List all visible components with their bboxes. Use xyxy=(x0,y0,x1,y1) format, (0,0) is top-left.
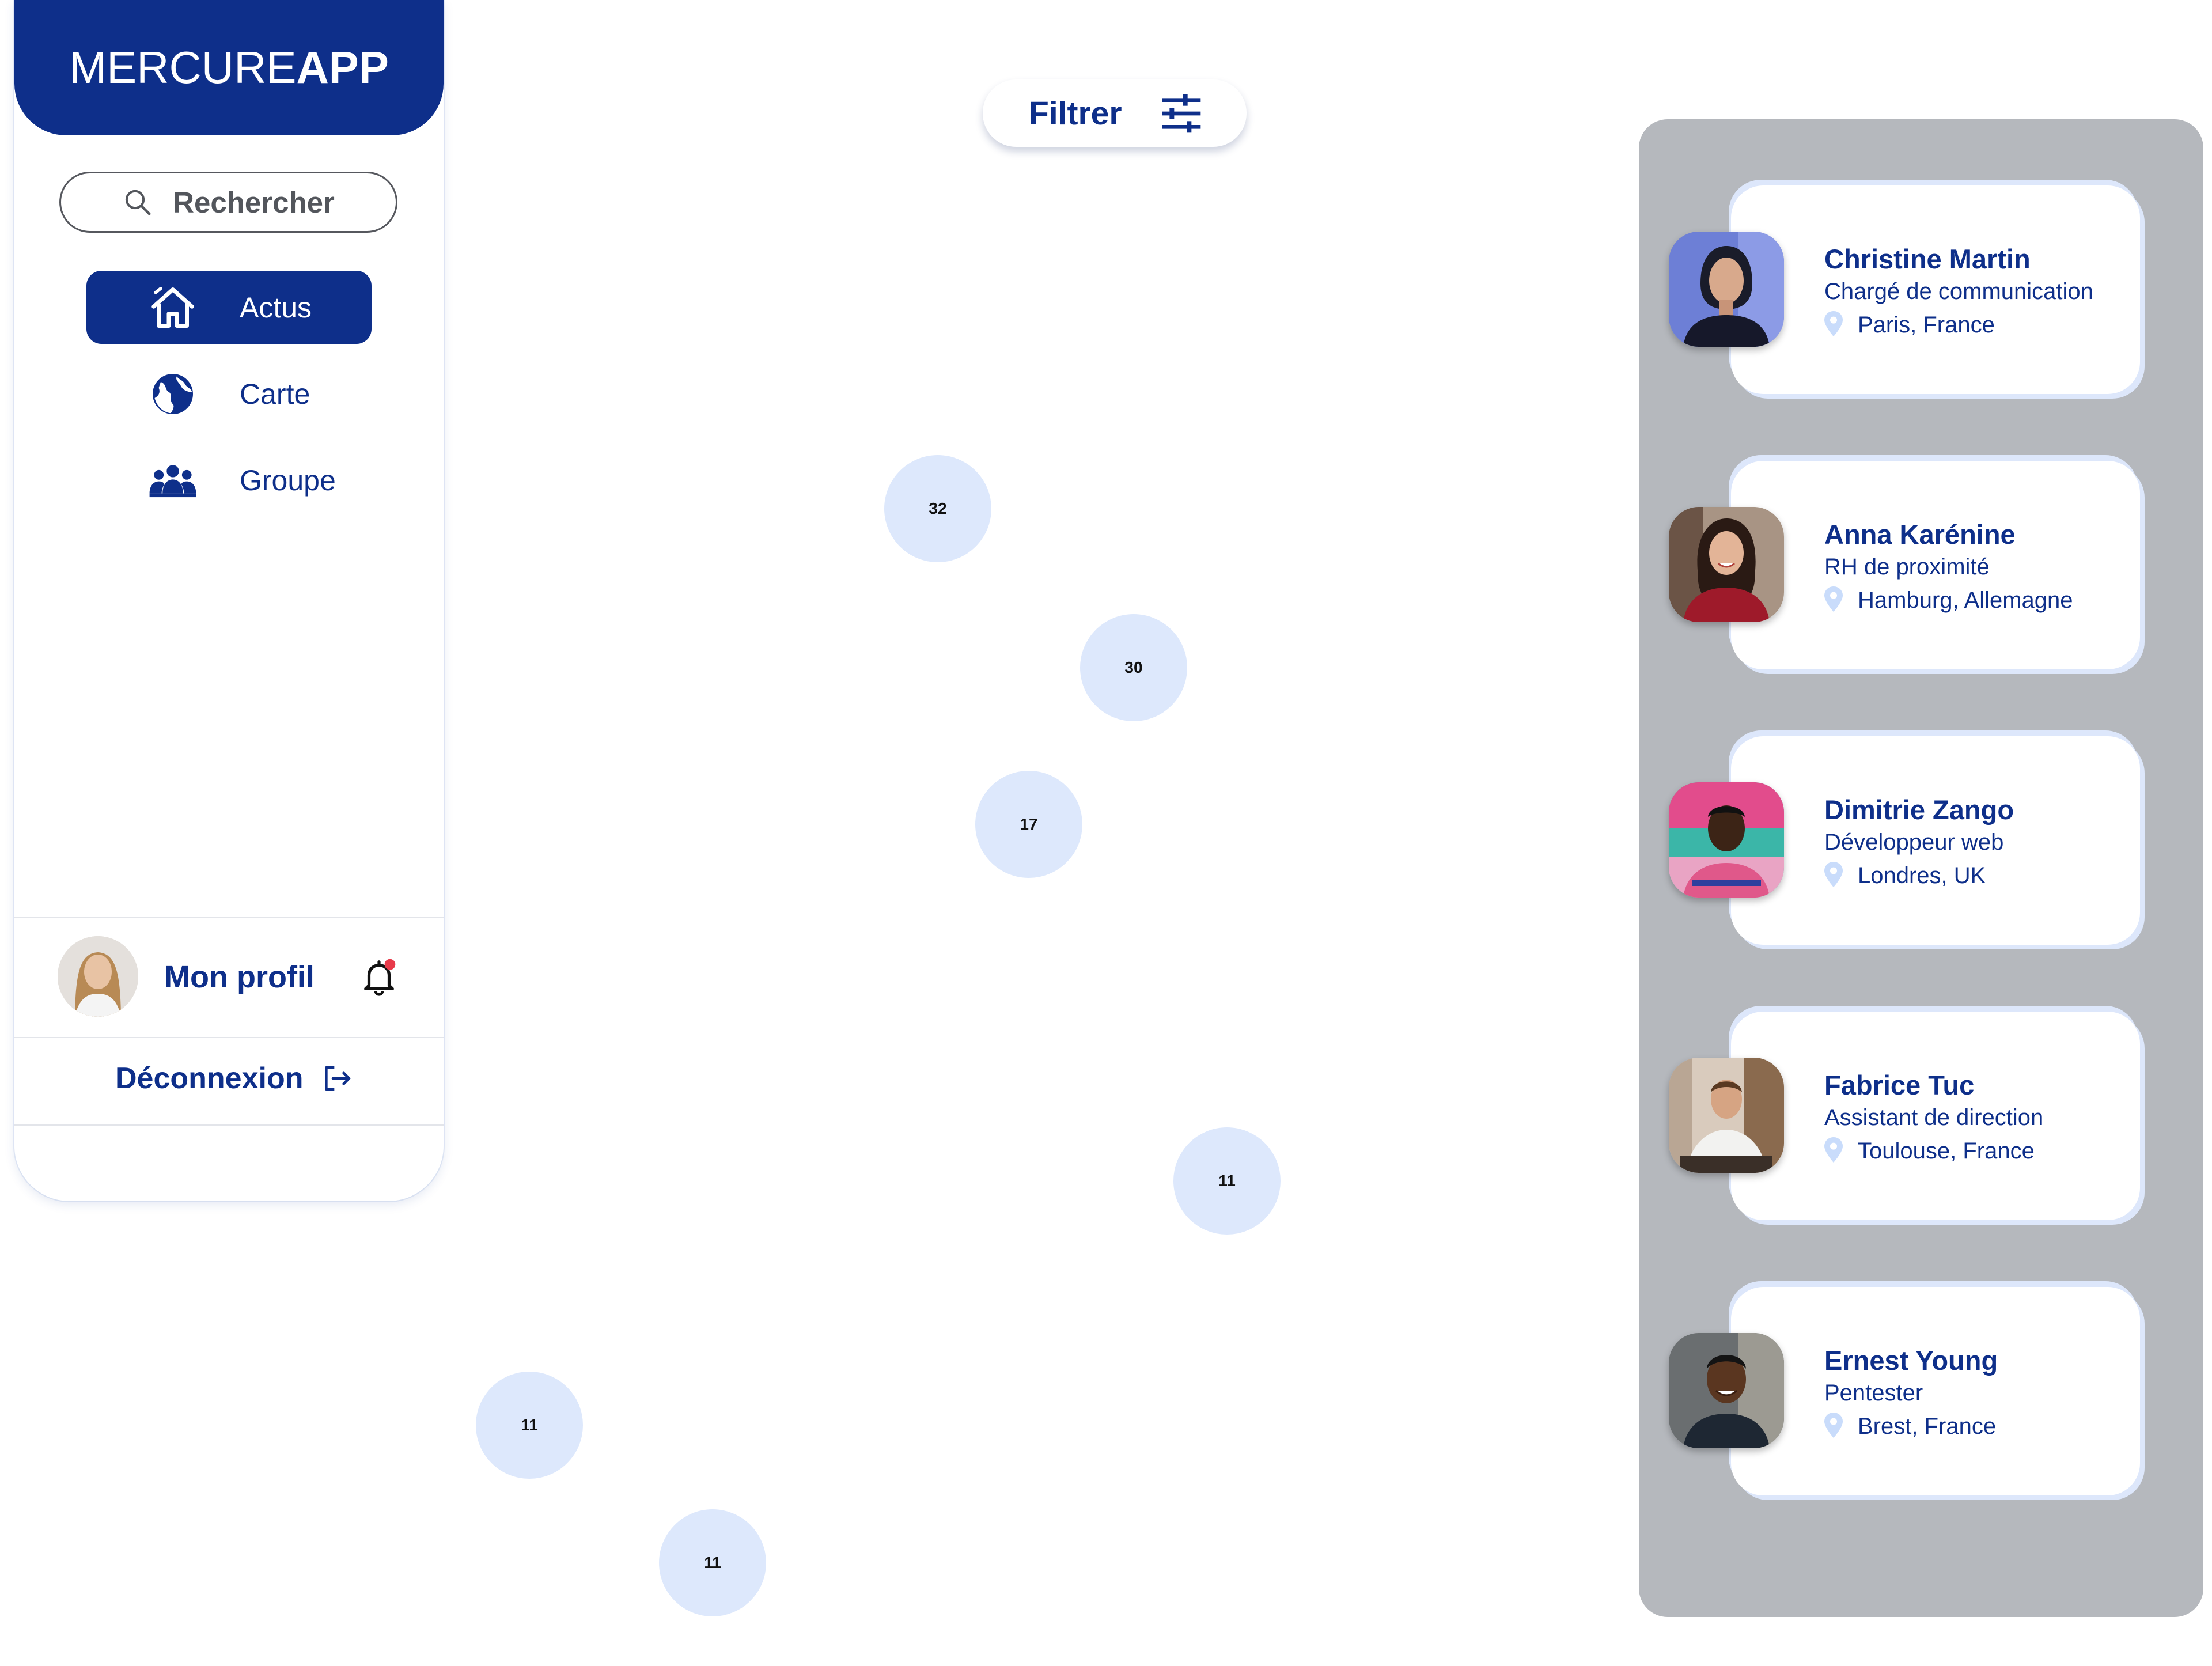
person-location: Paris, France xyxy=(1858,312,1995,338)
card-background xyxy=(1731,185,2140,394)
logout-button[interactable]: Déconnexion xyxy=(115,1061,353,1096)
profile-link[interactable]: Mon profil xyxy=(164,960,315,994)
sliders-icon xyxy=(1162,94,1201,132)
nav-label-groupe: Groupe xyxy=(240,464,336,497)
map-cluster[interactable]: 11 xyxy=(476,1372,583,1479)
search-button[interactable]: Rechercher xyxy=(59,172,397,233)
bell-icon[interactable] xyxy=(359,956,399,998)
person-role: Développeur web xyxy=(1824,830,2004,855)
person-photo xyxy=(1669,1058,1784,1173)
person-role: RH de proximité xyxy=(1824,554,1990,580)
map-cluster[interactable]: 11 xyxy=(1173,1127,1281,1235)
notification-dot xyxy=(384,959,396,970)
location-pin-icon xyxy=(1824,586,1843,612)
person-name: Anna Karénine xyxy=(1824,519,2016,550)
person-card[interactable]: Ernest Young Pentester Brest, France xyxy=(1669,1287,2140,1495)
card-background xyxy=(1731,736,2140,945)
location-pin-icon xyxy=(1824,1413,1843,1438)
group-icon xyxy=(149,456,197,505)
search-icon xyxy=(126,190,151,215)
avatar[interactable] xyxy=(58,936,138,1017)
home-icon xyxy=(149,283,197,332)
person-role: Pentester xyxy=(1824,1380,1923,1406)
search-label: Rechercher xyxy=(173,185,335,219)
person-location: Toulouse, France xyxy=(1858,1138,2035,1164)
filter-button[interactable]: Filtrer xyxy=(983,79,1247,147)
location-pin-icon xyxy=(1824,311,1843,336)
filter-label: Filtrer xyxy=(1029,94,1122,132)
brand-bold: APP xyxy=(296,42,389,93)
card-background xyxy=(1731,1287,2140,1495)
person-name: Christine Martin xyxy=(1824,244,2031,274)
person-card[interactable]: Dimitrie Zango Développeur web Londres, … xyxy=(1669,736,2140,945)
map-cluster[interactable]: 17 xyxy=(975,771,1082,878)
person-photo xyxy=(1669,507,1784,622)
person-card[interactable]: Anna Karénine RH de proximité Hamburg, A… xyxy=(1669,461,2140,669)
person-role: Assistant de direction xyxy=(1824,1105,2044,1130)
person-photo xyxy=(1669,1333,1784,1448)
map-cluster[interactable]: 30 xyxy=(1080,614,1187,721)
map-cluster[interactable]: 32 xyxy=(884,455,991,562)
location-pin-icon xyxy=(1824,1137,1843,1163)
logout-label: Déconnexion xyxy=(115,1062,304,1095)
divider xyxy=(14,1124,444,1126)
person-location: Hamburg, Allemagne xyxy=(1858,588,2073,613)
card-background xyxy=(1731,461,2140,669)
person-name: Ernest Young xyxy=(1824,1345,1998,1376)
person-photo xyxy=(1669,782,1784,898)
map-cluster[interactable]: 11 xyxy=(659,1509,766,1616)
nav-item-carte[interactable]: Carte xyxy=(86,357,372,430)
logout-icon xyxy=(324,1066,350,1091)
divider xyxy=(14,917,444,918)
person-photo xyxy=(1669,232,1784,347)
nav-item-groupe[interactable]: Groupe xyxy=(86,444,372,517)
person-card[interactable]: Christine Martin Chargé de communication… xyxy=(1669,185,2140,394)
person-location: Londres, UK xyxy=(1858,863,1986,888)
nav-item-actus[interactable]: Actus xyxy=(86,271,372,344)
person-card[interactable]: Fabrice Tuc Assistant de direction Toulo… xyxy=(1669,1012,2140,1220)
person-name: Fabrice Tuc xyxy=(1824,1070,1975,1100)
location-pin-icon xyxy=(1824,862,1843,887)
person-name: Dimitrie Zango xyxy=(1824,794,2014,825)
person-role: Chargé de communication xyxy=(1824,279,2093,304)
divider xyxy=(14,1037,444,1038)
nav-label-carte: Carte xyxy=(240,377,310,410)
brand-light: MERCURE xyxy=(69,42,297,93)
card-background xyxy=(1731,1012,2140,1220)
nav-label-actus: Actus xyxy=(240,291,312,324)
person-location: Brest, France xyxy=(1858,1414,1997,1439)
globe-icon xyxy=(149,370,197,418)
